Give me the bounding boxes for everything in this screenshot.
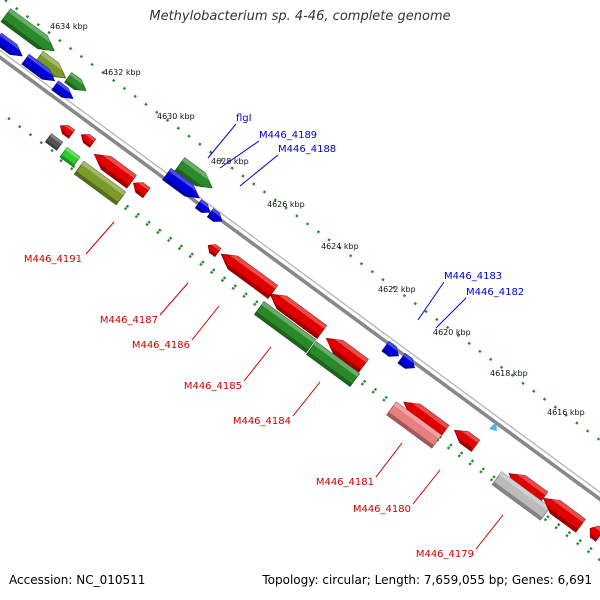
gene-block-reverse[interactable] bbox=[130, 178, 151, 199]
gene-label[interactable]: M446_4181 bbox=[316, 477, 374, 488]
gene-label[interactable]: M446_4189 bbox=[259, 130, 317, 141]
gene-label[interactable]: M446_4187 bbox=[100, 315, 158, 326]
gene-block-forward[interactable] bbox=[21, 53, 58, 86]
ruler-tick-label: 4616 kbp bbox=[547, 408, 585, 417]
gene-label[interactable]: M446_4182 bbox=[466, 287, 524, 298]
gene-label-leader bbox=[417, 281, 445, 321]
gene-label-leader bbox=[412, 469, 441, 505]
gene-block-reverse[interactable] bbox=[216, 248, 279, 299]
gene-label-leader bbox=[159, 282, 189, 316]
gene-label-leader bbox=[207, 123, 237, 159]
gene-block-forward[interactable] bbox=[162, 167, 204, 204]
gene-block-reverse[interactable] bbox=[491, 471, 551, 521]
accession-text: Accession: NC_010511 bbox=[9, 573, 146, 587]
gene-label-leader bbox=[475, 514, 504, 550]
gene-label-leader bbox=[435, 297, 467, 329]
ruler-tick-label: 4634 kbp bbox=[50, 22, 88, 31]
gene-label-leader bbox=[243, 346, 272, 382]
gene-block-forward[interactable] bbox=[0, 8, 59, 57]
gene-label-leader bbox=[191, 305, 220, 341]
ruler-tick-label: 4622 kbp bbox=[378, 285, 416, 294]
gene-label[interactable]: M446_4186 bbox=[132, 340, 190, 351]
gene-label[interactable]: M446_4188 bbox=[278, 144, 336, 155]
gene-block-reverse[interactable] bbox=[90, 148, 137, 189]
gene-block-reverse[interactable] bbox=[386, 401, 442, 449]
feature-marker-icon bbox=[489, 422, 497, 431]
gene-block-reverse[interactable] bbox=[253, 301, 317, 353]
gene-block-reverse[interactable] bbox=[205, 241, 222, 258]
gene-block-reverse[interactable] bbox=[78, 131, 97, 148]
gene-block-forward[interactable] bbox=[206, 208, 224, 225]
gene-label[interactable]: M446_4179 bbox=[416, 549, 474, 560]
gene-block-reverse[interactable] bbox=[305, 341, 361, 387]
gene-label-leader bbox=[292, 381, 321, 417]
gene-label-leader bbox=[219, 140, 260, 169]
gene-label[interactable]: M446_4184 bbox=[233, 416, 291, 427]
gene-block-reverse[interactable] bbox=[57, 122, 76, 139]
ruler-tick-label: 4624 kbp bbox=[321, 242, 359, 251]
gene-label-leader bbox=[375, 442, 403, 478]
gene-block-forward[interactable] bbox=[381, 340, 402, 360]
gene-label-leader bbox=[239, 154, 279, 187]
gene-block-forward[interactable] bbox=[397, 352, 418, 372]
gene-block-forward[interactable] bbox=[51, 80, 76, 103]
gene-block-forward[interactable] bbox=[64, 72, 90, 96]
gene-label[interactable]: M446_4185 bbox=[184, 381, 242, 392]
gene-block-reverse[interactable] bbox=[73, 160, 127, 206]
gene-block-reverse[interactable] bbox=[265, 288, 328, 339]
genome-summary: Topology: circular; Length: 7,659,055 bp… bbox=[262, 573, 592, 587]
ruler-tick-label: 4632 kbp bbox=[103, 68, 141, 77]
ruler-tick-label: 4626 kbp bbox=[267, 200, 305, 209]
gene-label[interactable]: M446_4191 bbox=[24, 254, 82, 265]
gene-block-reverse[interactable] bbox=[322, 332, 369, 373]
gene-block-reverse[interactable] bbox=[450, 425, 481, 452]
backbone-line bbox=[0, 49, 600, 494]
ruler-tick-label: 4618 kbp bbox=[490, 369, 528, 378]
ruler-tick-label: 4620 kbp bbox=[433, 328, 471, 337]
ruler-track-forward bbox=[4, 0, 600, 442]
gene-label[interactable]: M446_4183 bbox=[444, 271, 502, 282]
gene-block-forward[interactable] bbox=[0, 32, 26, 60]
gene-label[interactable]: M446_4180 bbox=[353, 504, 411, 515]
gene-label-leader bbox=[85, 221, 115, 255]
gene-label[interactable]: flgI bbox=[236, 113, 252, 124]
gene-block-forward[interactable] bbox=[174, 157, 217, 195]
ruler-tick-label: 4630 kbp bbox=[157, 112, 195, 121]
gene-block-reverse[interactable] bbox=[539, 492, 586, 533]
gene-block-reverse[interactable] bbox=[586, 523, 600, 542]
gene-block-forward[interactable] bbox=[194, 199, 212, 216]
backbone-line bbox=[0, 55, 600, 502]
gene-block-reverse[interactable] bbox=[59, 146, 81, 168]
map-title: Methylobacterium sp. 4-46, complete geno… bbox=[149, 9, 451, 24]
gene-block-reverse[interactable] bbox=[44, 133, 64, 151]
